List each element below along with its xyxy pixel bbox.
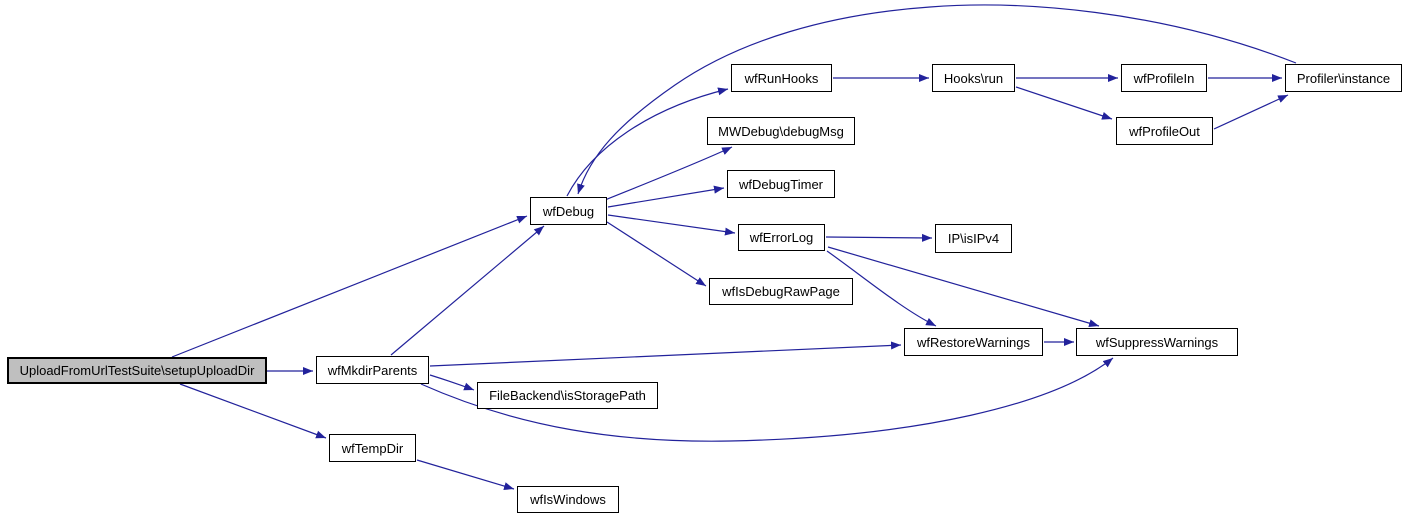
node-label: wfErrorLog (749, 230, 814, 245)
edge-wfDebug-to-wfDebugTimer (607, 185, 725, 208)
node-wfSuppressWarnings[interactable]: wfSuppressWarnings (1076, 328, 1238, 356)
node-label: FileBackend\isStoragePath (489, 388, 646, 403)
node-wfIsDebugRawPage[interactable]: wfIsDebugRawPage (709, 278, 853, 305)
edge-wfDebug-to-wfIsDebugRawPage (606, 221, 707, 287)
node-MWDebugDebugMsg[interactable]: MWDebug\debugMsg (707, 117, 855, 145)
node-label: wfProfileOut (1129, 123, 1200, 139)
edge-wfErrorLog-to-wfRestoreWarnings (826, 250, 937, 327)
edge-wfMkdirParents-to-FileBackendIsStoragePath (429, 374, 475, 391)
node-ProfilerInstance[interactable]: Profiler\instance (1285, 64, 1402, 92)
node-label: wfDebug (542, 203, 595, 219)
node-label: wfTempDir (341, 440, 404, 456)
edge-wfDebug-to-wfErrorLog (607, 214, 736, 236)
node-label: Hooks\run (943, 70, 1004, 86)
node-label: wfDebugTimer (738, 176, 824, 192)
node-wfMkdirParents[interactable]: wfMkdirParents (316, 356, 429, 384)
edge-setupUploadDir-to-wfDebug (171, 215, 528, 358)
edge-wfMkdirParents-to-wfSuppressWarnings (420, 357, 1114, 442)
node-label: wfIsWindows (530, 492, 606, 507)
edge-ProfilerInstance-to-wfDebug (577, 4, 1297, 195)
edge-setupUploadDir-to-wfTempDir (179, 383, 327, 439)
node-label: MWDebug\debugMsg (718, 123, 844, 139)
node-wfRestoreWarnings[interactable]: wfRestoreWarnings (904, 328, 1043, 356)
node-wfProfileIn[interactable]: wfProfileIn (1121, 64, 1207, 92)
node-FileBackendIsStoragePath[interactable]: FileBackend\isStoragePath (477, 382, 658, 409)
edge-wfMkdirParents-to-wfDebug (390, 225, 545, 356)
node-label: Profiler\instance (1296, 70, 1391, 86)
edge-wfProfileOut-to-ProfilerInstance (1213, 94, 1289, 130)
node-label: IP\isIPv4 (947, 231, 1000, 246)
edge-wfMkdirParents-to-wfRestoreWarnings (429, 341, 902, 367)
node-HooksRun[interactable]: Hooks\run (932, 64, 1015, 92)
node-IPisIPv4[interactable]: IP\isIPv4 (935, 224, 1012, 253)
node-wfProfileOut[interactable]: wfProfileOut (1116, 117, 1213, 145)
node-wfErrorLog[interactable]: wfErrorLog (738, 224, 825, 251)
edge-wfDebug-to-wfRunHooks (566, 87, 729, 197)
edge-wfErrorLog-to-IPisIPv4 (825, 233, 933, 242)
edge-wfErrorLog-to-wfSuppressWarnings (827, 246, 1100, 328)
node-label: wfSuppressWarnings (1095, 334, 1219, 350)
edge-wfTempDir-to-wfIsWindows (416, 459, 515, 490)
node-label: wfIsDebugRawPage (722, 284, 840, 299)
node-wfTempDir[interactable]: wfTempDir (329, 434, 416, 462)
node-label: wfMkdirParents (327, 362, 418, 378)
node-wfRunHooks[interactable]: wfRunHooks (731, 64, 832, 92)
edge-HooksRun-to-wfProfileOut (1015, 86, 1113, 120)
node-label: wfProfileIn (1133, 70, 1195, 86)
node-setupUploadDir: UploadFromUrlTestSuite\setupUploadDir (7, 357, 267, 384)
node-label: UploadFromUrlTestSuite\setupUploadDir (19, 363, 255, 378)
edge-wfDebug-to-MWDebugDebugMsg (604, 146, 733, 201)
node-label: wfRestoreWarnings (917, 334, 1030, 350)
node-wfDebugTimer[interactable]: wfDebugTimer (727, 170, 835, 198)
node-wfDebug[interactable]: wfDebug (530, 197, 607, 225)
node-wfIsWindows[interactable]: wfIsWindows (517, 486, 619, 513)
node-label: wfRunHooks (744, 70, 819, 86)
